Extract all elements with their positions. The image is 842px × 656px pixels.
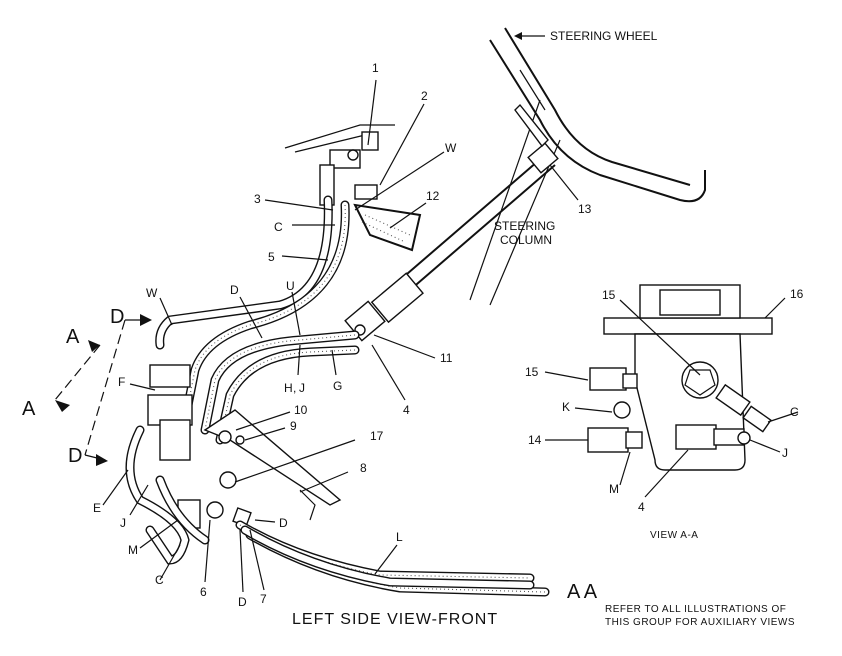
label-steering-wheel: STEERING WHEEL: [550, 29, 658, 43]
callout-1: 1: [372, 61, 379, 75]
view-aa-16: 16: [790, 287, 804, 301]
view-aa-j: J: [782, 446, 788, 460]
view-aa: [587, 284, 773, 471]
callout-17: 17: [370, 429, 384, 443]
callout-5: 5: [268, 250, 275, 264]
callout-m-left: M: [128, 543, 138, 557]
section-d-top: D: [110, 306, 124, 328]
label-steering-column-2: COLUMN: [500, 233, 552, 247]
callout-l: L: [396, 530, 403, 544]
label-steering-column-1: STEERING: [494, 219, 555, 233]
steering-column: [344, 103, 559, 342]
callout-h: H: [284, 381, 293, 395]
view-aa-caption: VIEW A-A: [650, 530, 698, 541]
callout-u: U: [286, 279, 295, 293]
section-a-bottom: A: [22, 398, 36, 420]
note-line-1: REFER TO ALL ILLUSTRATIONS OF: [605, 604, 786, 615]
callout-13: 13: [578, 202, 592, 216]
callout-d-upper: D: [230, 283, 239, 297]
callout-c-lower: C: [155, 573, 164, 587]
callout-d-lower: D: [238, 595, 247, 609]
section-markers: [54, 314, 152, 466]
view-aa-4: 4: [638, 500, 645, 514]
callout-f: F: [118, 375, 125, 389]
view-aa-15-top: 15: [602, 288, 616, 302]
view-aa-leaders: [544, 297, 799, 498]
callout-2: 2: [421, 89, 428, 103]
note-line-2: THIS GROUP FOR AUXILIARY VIEWS: [605, 617, 795, 628]
callout-9: 9: [290, 419, 297, 433]
callout-6: 6: [200, 585, 207, 599]
callout-j-hj: J: [299, 381, 305, 395]
leader-lines: [102, 79, 579, 593]
callout-w-top: W: [445, 141, 457, 155]
view-aa-m: M: [609, 482, 619, 496]
section-a-top: A: [66, 326, 80, 348]
aa-marker: A A: [567, 581, 598, 603]
callout-c-upper: C: [274, 220, 283, 234]
callout-g: G: [333, 379, 342, 393]
callout-11: 11: [440, 351, 453, 365]
callout-10: 10: [294, 403, 308, 417]
callout-hj-comma: ,: [293, 381, 296, 395]
callout-3: 3: [254, 192, 261, 206]
steering-wheel: [469, 27, 706, 306]
callout-7: 7: [260, 592, 267, 606]
callout-e: E: [93, 501, 101, 515]
callout-4: 4: [403, 403, 410, 417]
hoses-lower: [125, 425, 550, 597]
callout-8: 8: [360, 461, 367, 475]
hoses-upper: [155, 195, 422, 445]
view-aa-k: K: [562, 400, 570, 414]
view-title: LEFT SIDE VIEW-FRONT: [292, 611, 498, 628]
view-aa-15-left: 15: [525, 365, 539, 379]
dash-bracket: [284, 124, 395, 206]
view-aa-c: C: [790, 405, 799, 419]
callout-j-left: J: [120, 516, 126, 530]
callout-d-right: D: [279, 516, 288, 530]
callout-12: 12: [426, 189, 440, 203]
view-aa-14: 14: [528, 433, 542, 447]
section-d-bottom: D: [68, 445, 82, 467]
valve-block-frame: [147, 364, 342, 529]
callout-w-left: W: [146, 286, 158, 300]
